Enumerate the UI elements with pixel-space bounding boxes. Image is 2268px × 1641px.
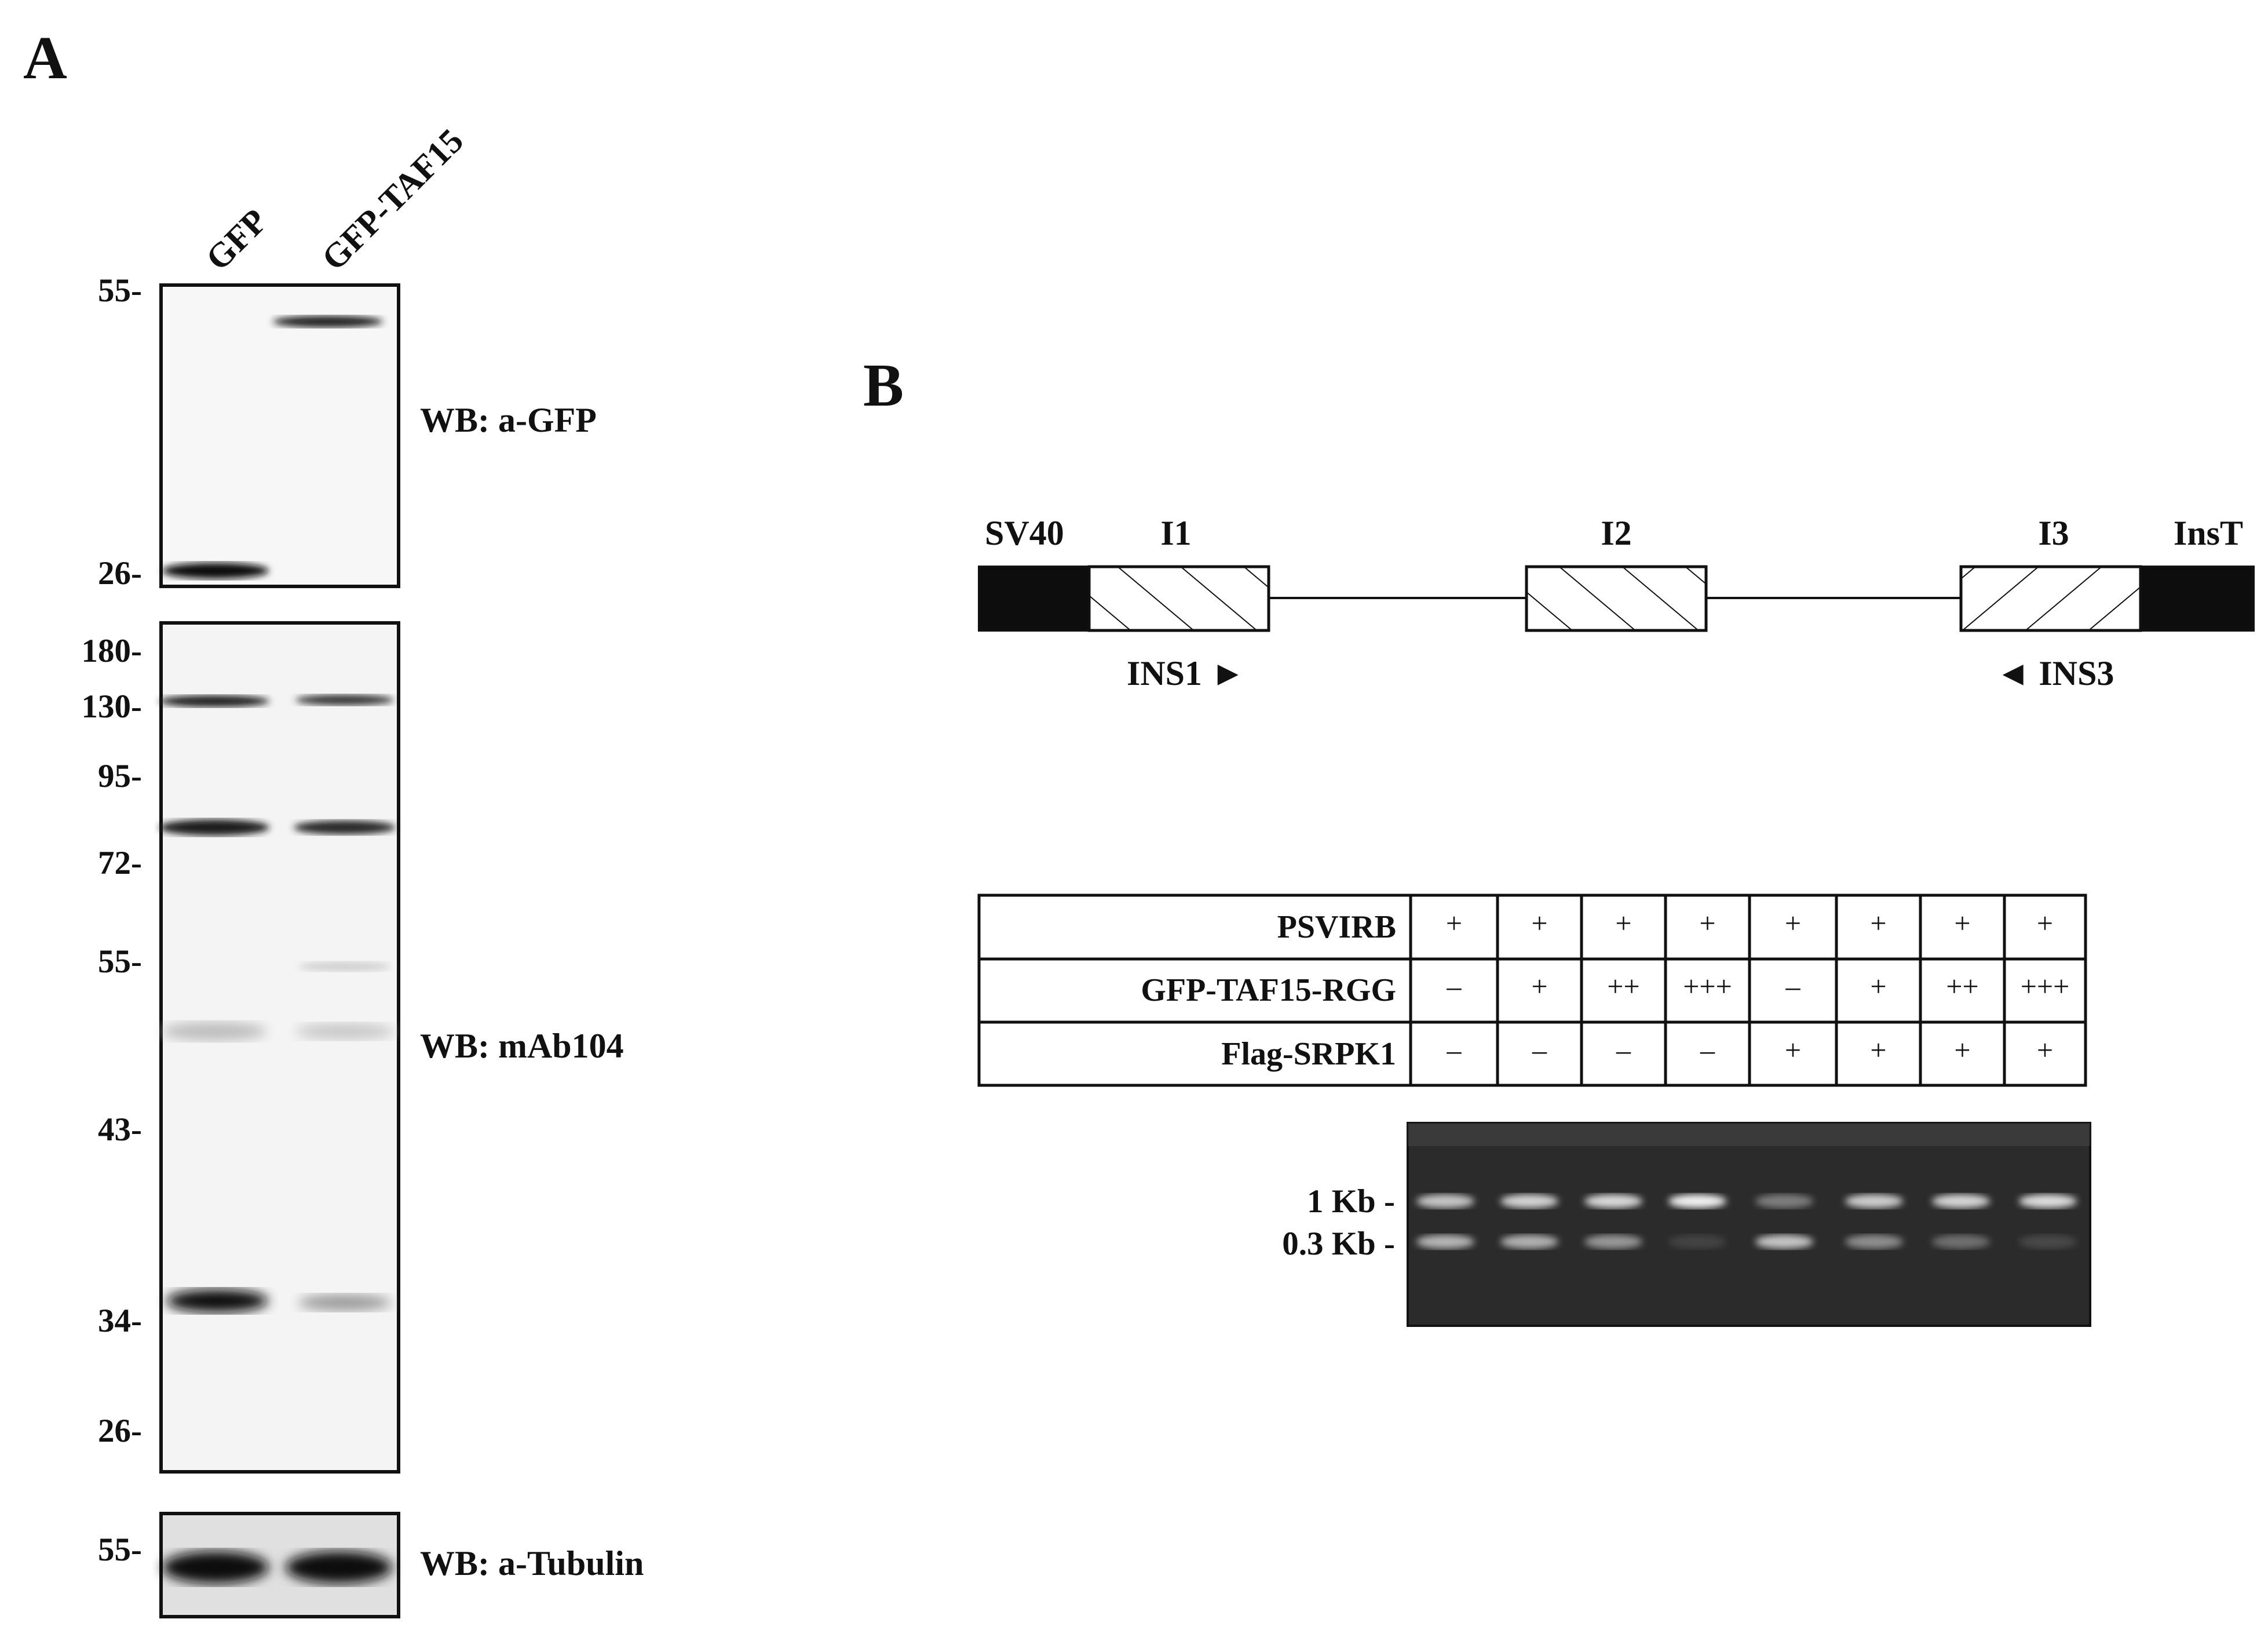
table-cell: +++ (2021, 970, 2070, 1002)
lane-label-gfp-taf15: GFP-TAF15 (315, 121, 471, 278)
blot-mab104 (159, 621, 400, 1474)
table-cell: +++ (1683, 970, 1732, 1002)
condition-table (977, 894, 2087, 1087)
label-sv40: SV40 (985, 514, 1064, 552)
gel-band (1416, 1235, 1474, 1249)
marker-label: 55- (98, 272, 142, 309)
marker-label: 26- (98, 555, 142, 592)
blot-label-tubulin: WB: a-Tubulin (420, 1544, 644, 1582)
table-cell: + (1699, 907, 1715, 939)
table-cell: – (1700, 1034, 1715, 1066)
blot-gfp (159, 283, 400, 588)
gel-bands (1416, 1194, 2077, 1249)
table-cell: + (1446, 907, 1462, 939)
table-cell: + (1870, 1034, 1886, 1066)
band (295, 695, 394, 705)
table-row-label: GFP-TAF15-RGG (1141, 972, 1396, 1008)
inst-box (2139, 566, 2255, 632)
band (273, 316, 383, 327)
gel-band (1416, 1194, 1474, 1208)
agarose-gel (1407, 1122, 2091, 1327)
table-cell: + (1785, 1034, 1801, 1066)
table-cell: + (1531, 907, 1547, 939)
table-cell: + (1870, 970, 1886, 1002)
band (166, 1289, 268, 1312)
marker-label: 43- (98, 1111, 142, 1148)
marker-label: 55- (98, 1531, 142, 1568)
gel-band (2019, 1235, 2077, 1249)
band (162, 1022, 266, 1041)
primer-ins3: ◄ INS3 (1996, 654, 2114, 692)
panel-label-b: B (863, 351, 904, 419)
lane-label-gfp: GFP (199, 202, 275, 278)
table-cell: – (1532, 1034, 1547, 1066)
gel-band (1755, 1235, 1813, 1249)
gel-band (1668, 1194, 1726, 1208)
marker-label: 26- (98, 1413, 142, 1449)
table-cell: + (1785, 907, 1801, 939)
band (298, 962, 391, 971)
gel-band (1500, 1235, 1558, 1249)
marker-label: 34- (98, 1303, 142, 1339)
marker-label: 72- (98, 845, 142, 881)
table-cell: + (2037, 907, 2053, 939)
table-row-label: Flag-SRPK1 (1221, 1036, 1396, 1072)
gel-marker-0-3kb: 0.3 Kb - (1282, 1226, 1395, 1262)
sv40-box (978, 566, 1090, 632)
gel-band (1755, 1194, 1813, 1208)
primer-ins1: INS1 ► (1127, 654, 1245, 692)
gel-band (2019, 1194, 2077, 1208)
marker-label: 95- (98, 758, 142, 794)
band (295, 1023, 394, 1040)
gel-band (1584, 1194, 1642, 1208)
panel-label-a: A (23, 24, 67, 92)
marker-label: 55- (98, 943, 142, 980)
table-cell: ++ (1607, 970, 1639, 1002)
exon-i1 (1087, 565, 1270, 632)
table-cell: + (1615, 907, 1631, 939)
band (159, 819, 269, 836)
gel-marker-1kb: 1 Kb - (1307, 1183, 1395, 1220)
gel-band (1845, 1235, 1903, 1249)
band (286, 1551, 392, 1584)
table-cell: + (1954, 907, 1970, 939)
band (162, 563, 269, 579)
gel-band (1845, 1194, 1903, 1208)
label-i1: I1 (1160, 514, 1191, 552)
marker-label: 180- (82, 633, 142, 669)
band (159, 695, 269, 707)
blot-label-gfp: WB: a-GFP (420, 401, 597, 439)
gel-band (1668, 1235, 1726, 1249)
exon-i2 (1525, 565, 1708, 632)
gel-band (1932, 1235, 1990, 1249)
band (162, 1551, 269, 1584)
gel-band (1932, 1194, 1990, 1208)
band (298, 1294, 391, 1311)
construct-diagram (978, 565, 2255, 632)
exon-i3 (1959, 565, 2142, 632)
table-cell: + (2037, 1034, 2053, 1066)
gel-band (1584, 1235, 1642, 1249)
table-cell: – (1785, 970, 1801, 1002)
gel-band (1500, 1194, 1558, 1208)
table-cell: – (1616, 1034, 1631, 1066)
label-i2: I2 (1601, 514, 1631, 552)
table-cell: + (1531, 970, 1547, 1002)
band (294, 820, 396, 834)
table-cell: – (1447, 1034, 1462, 1066)
blot-tubulin (159, 1512, 400, 1618)
label-i3: I3 (2038, 514, 2069, 552)
blot-label-mab104: WB: mAb104 (420, 1027, 624, 1065)
label-inst: InsT (2174, 514, 2243, 552)
table-cell: – (1447, 970, 1462, 1002)
table-text: PSVIRB++++++++GFP-TAF15-RGG–++++++–+++++… (1141, 907, 2069, 1072)
table-row-label: PSVIRB (1277, 909, 1396, 945)
table-cell: + (1954, 1034, 1970, 1066)
marker-label: 130- (82, 688, 142, 725)
table-cell: + (1870, 907, 1886, 939)
table-cell: ++ (1946, 970, 1978, 1002)
